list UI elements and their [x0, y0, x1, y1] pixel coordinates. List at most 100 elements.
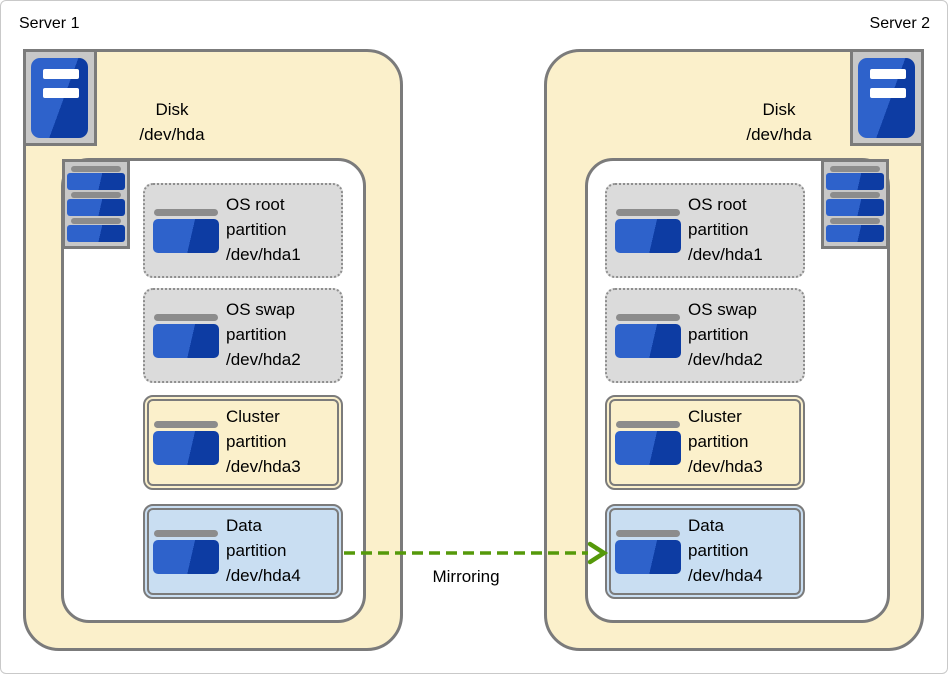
disk-label: Disk /dev/hda: [87, 97, 257, 147]
partition-os-swap: OS swap partition /dev/hda2: [143, 288, 343, 383]
partition-label: Cluster partition /dev/hda3: [226, 404, 301, 479]
partition-icon-bar: [154, 530, 218, 537]
partition-icon-bar: [616, 314, 680, 321]
partition-icon: [615, 209, 681, 253]
partition-name: OS swap: [688, 300, 757, 319]
partition-inner-border: [147, 399, 339, 486]
partition-word: partition: [226, 220, 287, 239]
stack-partition-bar: [826, 199, 884, 217]
tower-body: [31, 58, 88, 138]
partition-icon-body: [153, 324, 219, 358]
partition-name: OS root: [688, 195, 747, 214]
tower-slot-icon: [43, 69, 79, 79]
stack-partition-bar: [826, 224, 884, 242]
tower-body: [858, 58, 915, 138]
partition-icon-body: [615, 431, 681, 465]
disk-stack-icon: [62, 159, 130, 249]
partition-name: Data: [226, 516, 262, 535]
stack-divider-bar: [830, 166, 880, 172]
partition-inner-border: [147, 508, 339, 595]
partition-label: Data partition /dev/hda4: [226, 513, 301, 588]
partition-icon: [615, 421, 681, 465]
server1-label: Server 1: [19, 15, 80, 32]
partition-word: partition: [226, 325, 287, 344]
stack-divider-bar: [71, 166, 121, 172]
partition-device: /dev/hda2: [226, 350, 301, 369]
partition-word: partition: [688, 325, 749, 344]
partition-name: OS root: [226, 195, 285, 214]
partition-icon-bar: [154, 209, 218, 216]
partition-icon-body: [153, 431, 219, 465]
partition-device: /dev/hda3: [226, 457, 301, 476]
partition-cluster: Cluster partition /dev/hda3: [605, 395, 805, 490]
mirroring-arrowhead: [587, 541, 609, 565]
partition-icon-body: [153, 540, 219, 574]
partition-icon: [615, 314, 681, 358]
partition-icon-bar: [616, 530, 680, 537]
stack-divider-bar: [71, 191, 121, 198]
partition-word: partition: [226, 541, 287, 560]
server1-box: Disk /dev/hda OS root partition /dev/hda…: [23, 49, 403, 651]
partition-icon-bar: [154, 314, 218, 321]
partition-icon: [153, 421, 219, 465]
partition-icon: [153, 314, 219, 358]
partition-device: /dev/hda4: [226, 566, 301, 585]
tower-slot-icon: [870, 69, 906, 79]
server-tower-icon: [23, 49, 97, 146]
mirroring-arrow: [344, 541, 609, 565]
server2-box: Disk /dev/hda OS root partition /dev/hda…: [544, 49, 924, 651]
tower-slot-icon: [870, 88, 906, 98]
partition-name: Cluster: [688, 407, 742, 426]
partition-icon: [153, 530, 219, 574]
stack-divider-bar: [71, 217, 121, 224]
partition-name: OS swap: [226, 300, 295, 319]
partition-device: /dev/hda4: [688, 566, 763, 585]
mirroring-label: Mirroring: [432, 567, 500, 586]
partition-cluster: Cluster partition /dev/hda3: [143, 395, 343, 490]
partition-icon-bar: [154, 421, 218, 428]
partition-device: /dev/hda3: [688, 457, 763, 476]
partition-os-swap: OS swap partition /dev/hda2: [605, 288, 805, 383]
partition-inner-border: [609, 508, 801, 595]
partition-device: /dev/hda1: [688, 245, 763, 264]
disk-label-line2: /dev/hda: [746, 125, 812, 144]
partition-label: OS root partition /dev/hda1: [688, 192, 763, 267]
stack-divider-bar: [830, 217, 880, 224]
stack-partition-bar: [67, 173, 125, 191]
partition-label: Data partition /dev/hda4: [688, 513, 763, 588]
partition-name: Data: [688, 516, 724, 535]
partition-device: /dev/hda1: [226, 245, 301, 264]
server2-label: Server 2: [869, 15, 930, 32]
tower-slot-icon: [43, 88, 79, 98]
partition-icon-bar: [616, 421, 680, 428]
partition-word: partition: [688, 220, 749, 239]
partition-icon-body: [615, 540, 681, 574]
partition-data: Data partition /dev/hda4: [143, 504, 343, 599]
partition-os-root: OS root partition /dev/hda1: [143, 183, 343, 278]
partition-name: Cluster: [226, 407, 280, 426]
partition-device: /dev/hda2: [688, 350, 763, 369]
stack-partition-bar: [67, 224, 125, 242]
partition-icon-body: [153, 219, 219, 253]
disk-label-line1: Disk: [762, 100, 796, 119]
partition-icon-body: [615, 324, 681, 358]
partition-word: partition: [688, 541, 749, 560]
stack-partition-bar: [67, 199, 125, 217]
partition-icon-bar: [616, 209, 680, 216]
partition-icon: [615, 530, 681, 574]
stack-divider-bar: [830, 191, 880, 198]
disk-label-line1: Disk: [155, 100, 189, 119]
partition-data: Data partition /dev/hda4: [605, 504, 805, 599]
partition-icon-body: [615, 219, 681, 253]
disk-stack-icon: [821, 159, 889, 249]
partition-word: partition: [688, 432, 749, 451]
stack-partition-bar: [826, 173, 884, 191]
partition-label: OS swap partition /dev/hda2: [226, 297, 301, 372]
server-tower-icon: [850, 49, 924, 146]
partition-label: Cluster partition /dev/hda3: [688, 404, 763, 479]
disk-label: Disk /dev/hda: [694, 97, 864, 147]
disk-label-line2: /dev/hda: [139, 125, 205, 144]
partition-icon: [153, 209, 219, 253]
partition-label: OS root partition /dev/hda1: [226, 192, 301, 267]
